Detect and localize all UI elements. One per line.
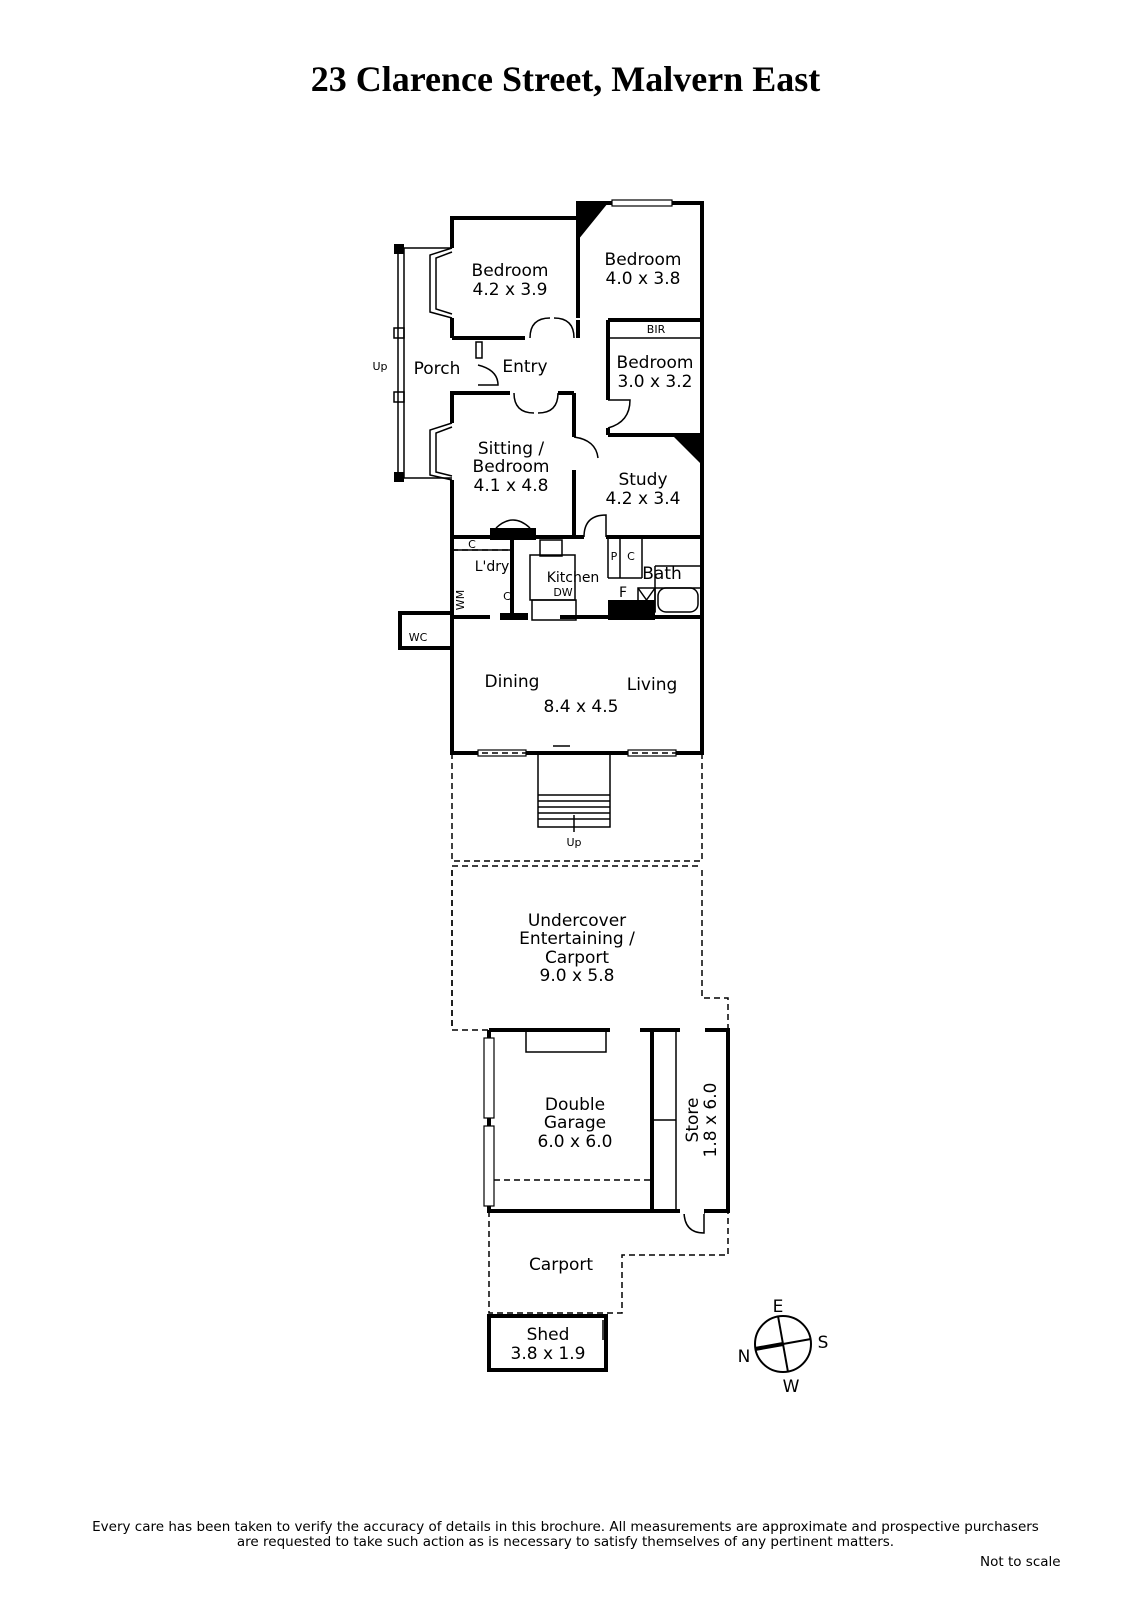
shed-outline bbox=[487, 1314, 608, 1372]
kitchen-label: Kitchen bbox=[547, 570, 600, 586]
not-to-scale: Not to scale bbox=[980, 1554, 1061, 1570]
walls: BIR bbox=[398, 199, 704, 757]
shed-label: Shed bbox=[527, 1325, 570, 1345]
sitting-label: Sitting / bbox=[478, 439, 545, 459]
compass-s: S bbox=[818, 1333, 829, 1353]
undercover-label-3: Carport bbox=[545, 948, 609, 968]
bedroom2-size: 4.0 x 3.8 bbox=[606, 269, 681, 289]
bedroom2-label: Bedroom bbox=[605, 250, 682, 270]
store-label: Store bbox=[683, 1098, 703, 1143]
laundry-label: L'dry bbox=[475, 559, 510, 575]
study-label: Study bbox=[618, 470, 667, 490]
entry-label: Entry bbox=[502, 357, 547, 377]
wc-label: WC bbox=[409, 631, 428, 644]
porch bbox=[393, 244, 452, 482]
page-title: 23 Clarence Street, Malvern East bbox=[310, 59, 821, 99]
living-label: Living bbox=[627, 675, 678, 695]
disclaimer: Every care has been taken to verify the … bbox=[0, 1520, 1131, 1550]
compass-e: E bbox=[773, 1297, 784, 1317]
fridge-label: F bbox=[619, 585, 627, 601]
undercover-label-1: Undercover bbox=[528, 911, 626, 931]
carport-outline bbox=[488, 1211, 729, 1314]
shed-size: 3.8 x 1.9 bbox=[511, 1344, 586, 1364]
compass-n: N bbox=[738, 1347, 751, 1367]
closet-label-3: C bbox=[627, 550, 635, 563]
bath-label: Bath bbox=[642, 564, 682, 584]
bedroom1-size: 4.2 x 3.9 bbox=[473, 280, 548, 300]
store-size: 1.8 x 6.0 bbox=[701, 1083, 721, 1158]
undercover-label-2: Entertaining / bbox=[519, 929, 635, 949]
porch-label: Porch bbox=[414, 359, 461, 379]
bedroom1-label: Bedroom bbox=[472, 261, 549, 281]
disclaimer-line-2: are requested to take such action as is … bbox=[236, 1534, 895, 1550]
disclaimer-line-1: Every care has been taken to verify the … bbox=[92, 1519, 1039, 1535]
compass-w: W bbox=[783, 1377, 800, 1397]
sitting-size: 4.1 x 4.8 bbox=[474, 476, 549, 496]
carport-label: Carport bbox=[529, 1255, 593, 1275]
bedroom3-label: Bedroom bbox=[617, 353, 694, 373]
compass-icon: N E S W bbox=[738, 1297, 829, 1397]
dining-living-size: 8.4 x 4.5 bbox=[544, 697, 619, 717]
dining-label: Dining bbox=[485, 672, 540, 692]
deck-up-label: Up bbox=[566, 836, 581, 849]
garage-size: 6.0 x 6.0 bbox=[538, 1132, 613, 1152]
porch-up-label: Up bbox=[372, 360, 387, 373]
closet-label-2: C bbox=[503, 590, 511, 603]
garage-label-1: Double bbox=[545, 1095, 605, 1115]
deck bbox=[451, 745, 703, 867]
garage-label-2: Garage bbox=[544, 1113, 606, 1133]
undercover-outline bbox=[451, 870, 489, 1031]
pantry-label: P bbox=[611, 550, 618, 563]
bir-label: BIR bbox=[647, 323, 666, 336]
washing-machine-label: WM bbox=[454, 590, 467, 610]
dishwasher-label: DW bbox=[553, 586, 572, 599]
closet-label: C bbox=[468, 538, 476, 551]
undercover-size: 9.0 x 5.8 bbox=[540, 966, 615, 986]
bedroom3-size: 3.0 x 3.2 bbox=[618, 372, 693, 392]
sitting-label-2: Bedroom bbox=[473, 457, 550, 477]
study-size: 4.2 x 3.4 bbox=[606, 489, 681, 509]
